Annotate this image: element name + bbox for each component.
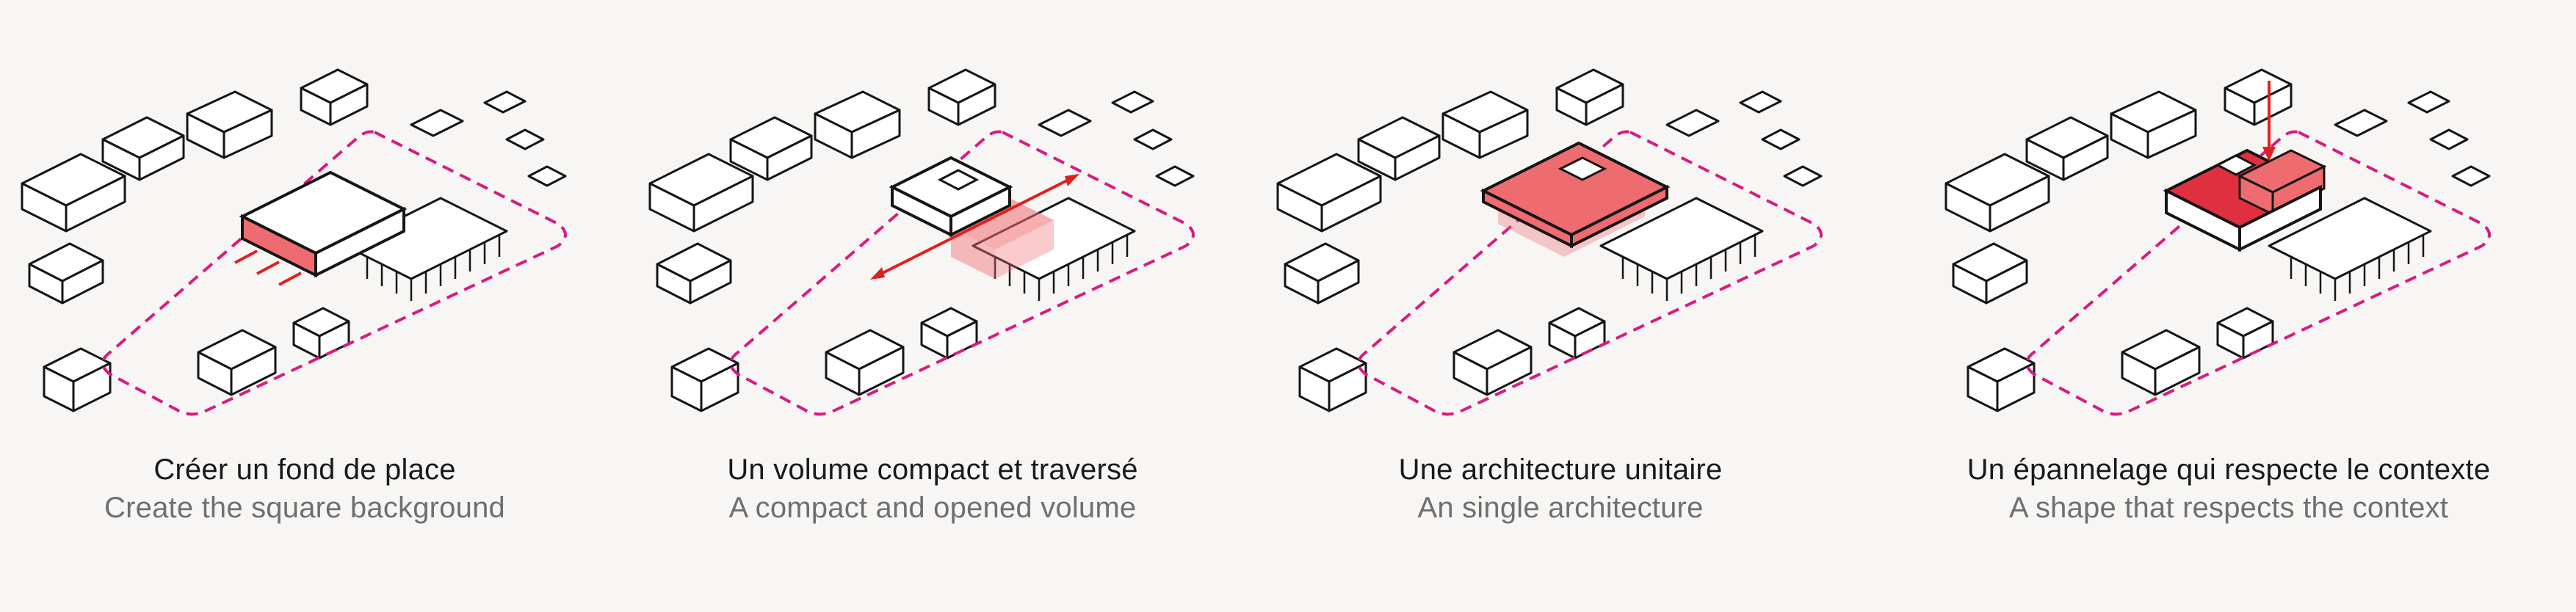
panel-unitary-architecture: Une architecture unitaire An single arch…	[1256, 0, 1865, 612]
caption-fr: Un volume compact et traversé	[628, 453, 1237, 487]
caption-en: An single architecture	[1256, 492, 1865, 525]
caption-fr: Créer un fond de place	[0, 453, 609, 487]
caption-fr: Une architecture unitaire	[1256, 453, 1865, 487]
panel-compact-volume: Un volume compact et traversé A compact …	[628, 0, 1237, 612]
isometric-diagram-2	[628, 59, 1237, 418]
caption-en: Create the square background	[0, 492, 609, 525]
isometric-diagram-4	[1924, 59, 2533, 418]
panel-context-shape: Un épannelage qui respecte le contexte A…	[1924, 0, 2533, 612]
caption-en: A shape that respects the context	[1924, 492, 2533, 525]
isometric-diagram-1	[0, 59, 609, 418]
traversed-volume	[892, 158, 1054, 279]
caption-en: A compact and opened volume	[628, 492, 1237, 525]
caption-fr: Un épannelage qui respecte le contexte	[1924, 453, 2533, 487]
isometric-diagram-3	[1256, 59, 1865, 418]
panel-square-background: Créer un fond de place Create the square…	[0, 0, 609, 612]
